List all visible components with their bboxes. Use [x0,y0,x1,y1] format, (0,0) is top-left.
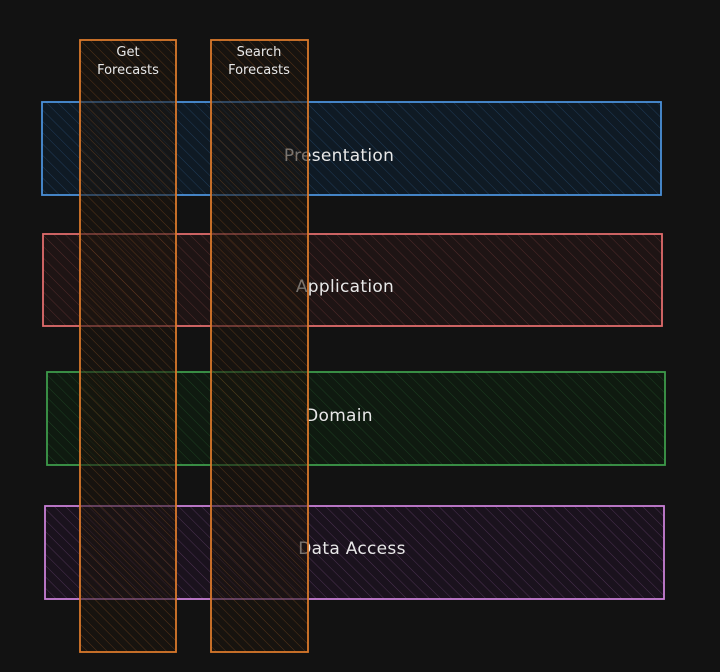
slice-label-search-line1: Search [237,45,282,60]
slice-label-search-line2: Forecasts [228,63,290,78]
slice-label-get-line1: Get [116,45,139,60]
slice-search-forecasts[interactable]: Search Forecasts [210,39,309,653]
layer-label-data-access: Data Access [298,539,406,559]
slice-label-get-line2: Forecasts [97,63,159,78]
layer-label-presentation: Presentation [284,146,394,166]
slice-get-forecasts[interactable]: Get Forecasts [79,39,177,653]
layer-label-application: Application [296,277,394,297]
layer-label-domain: Domain [305,406,373,426]
